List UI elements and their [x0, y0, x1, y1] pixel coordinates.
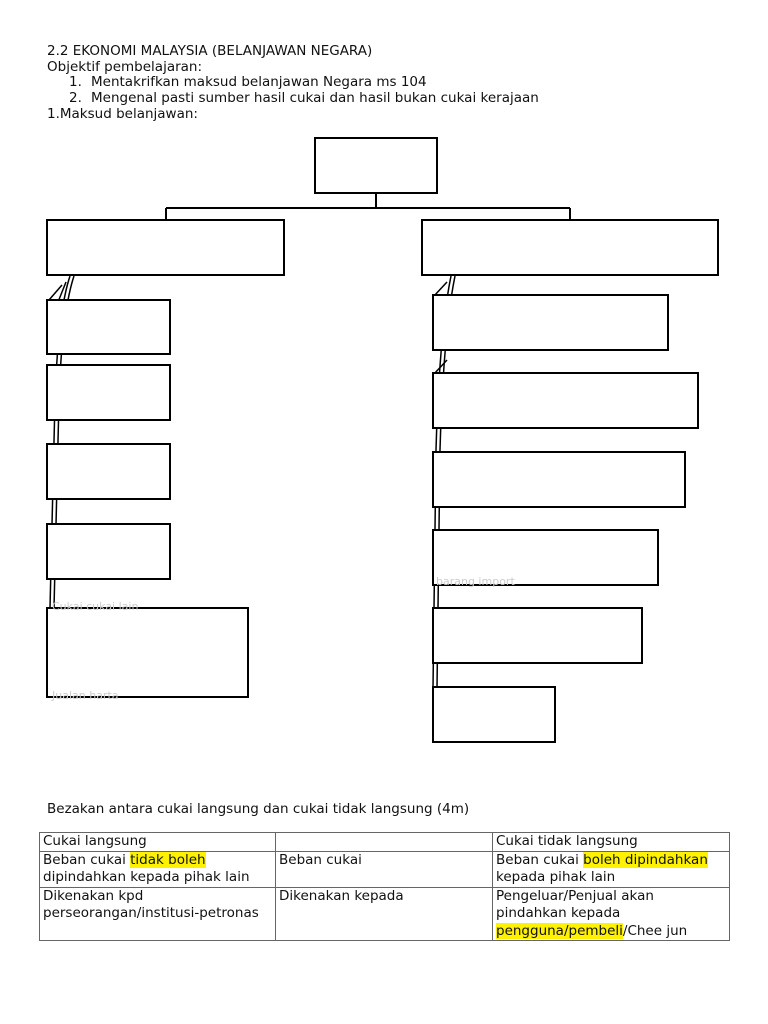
table-cell: Dikenakan kpd perseorangan/institusi-pet…	[39, 886, 276, 941]
cell-text: Beban cukai	[43, 851, 131, 868]
diagram-left-item-box-2[interactable]	[46, 364, 171, 421]
ghost-text: Jualan harta	[52, 689, 119, 702]
diagram-left-item-box-1[interactable]	[46, 299, 171, 355]
table-cell: Beban cukai tidak boleh dipindahkan kepa…	[39, 850, 276, 888]
objective-number: 1.	[69, 74, 82, 90]
highlighted-text: tidak boleh	[130, 851, 206, 868]
ghost-text: barang import	[436, 575, 515, 588]
right-spine-strokes	[433, 281, 448, 375]
section-label: 1.Maksud belanjawan:	[47, 106, 198, 122]
highlighted-text: dipindahkan	[624, 851, 708, 868]
cell-text: /Chee jun	[622, 922, 688, 939]
diagram-right-category-box[interactable]	[421, 219, 719, 276]
diagram-left-category-box[interactable]	[46, 219, 285, 276]
comparison-question: Bezakan antara cukai langsung dan cukai …	[47, 801, 470, 817]
table-cell: Beban cukai	[275, 850, 493, 888]
cell-text: Pengeluar/Penjual akan pindahkan kepada	[496, 887, 654, 922]
header-cell	[275, 832, 493, 852]
highlighted-text: pengguna/pembeli	[496, 922, 623, 939]
header-cell: Cukai tidak langsung	[492, 832, 730, 852]
table-row: Dikenakan kpd perseorangan/institusi-pet…	[39, 886, 730, 941]
table-cell: Pengeluar/Penjual akan pindahkan kepada …	[492, 886, 730, 941]
page-title: 2.2 EKONOMI MALAYSIA (BELANJAWAN NEGARA)	[47, 43, 373, 59]
comparison-table: Cukai langsung Cukai tidak langsung Beba…	[39, 832, 730, 941]
cell-text: Beban cukai	[496, 851, 584, 868]
table-row: Beban cukai tidak boleh dipindahkan kepa…	[39, 850, 730, 888]
ghost-text: Cukai cukai lain	[52, 600, 139, 613]
diagram-right-item-box-2[interactable]	[432, 372, 699, 429]
diagram-right-item-box-6[interactable]	[432, 686, 556, 743]
header-cell: Cukai langsung	[39, 832, 276, 852]
cell-text: kepada pihak lain	[496, 869, 616, 885]
objectives-label: Objektif pembelajaran:	[47, 59, 203, 75]
diagram-left-item-box-3[interactable]	[46, 443, 171, 500]
table-cell: Dikenakan kepada	[275, 886, 493, 941]
diagram-right-item-box-5[interactable]	[432, 607, 643, 664]
highlighted-text: boleh	[583, 851, 625, 868]
diagram-left-item-box-4[interactable]	[46, 523, 171, 580]
objective-number: 2.	[69, 90, 82, 106]
diagram-right-item-box-3[interactable]	[432, 451, 686, 508]
objective-text: Mentakrifkan maksud belanjawan Negara ms…	[91, 74, 427, 90]
diagram-right-item-box-4[interactable]	[432, 529, 659, 586]
table-cell: Beban cukai boleh dipindahkan kepada pih…	[492, 850, 730, 888]
objective-text: Mengenal pasti sumber hasil cukai dan ha…	[91, 90, 539, 106]
table-header-row: Cukai langsung Cukai tidak langsung	[39, 832, 730, 852]
objective-item-1: 1. Mentakrifkan maksud belanjawan Negara …	[69, 74, 427, 90]
cell-text: dipindahkan kepada pihak lain	[43, 869, 250, 885]
diagram-left-item-box-5[interactable]	[46, 607, 249, 698]
diagram-root-box[interactable]	[314, 137, 438, 194]
objective-item-2: 2. Mengenal pasti sumber hasil cukai dan …	[69, 90, 539, 106]
diagram-right-item-box-1[interactable]	[432, 294, 669, 351]
